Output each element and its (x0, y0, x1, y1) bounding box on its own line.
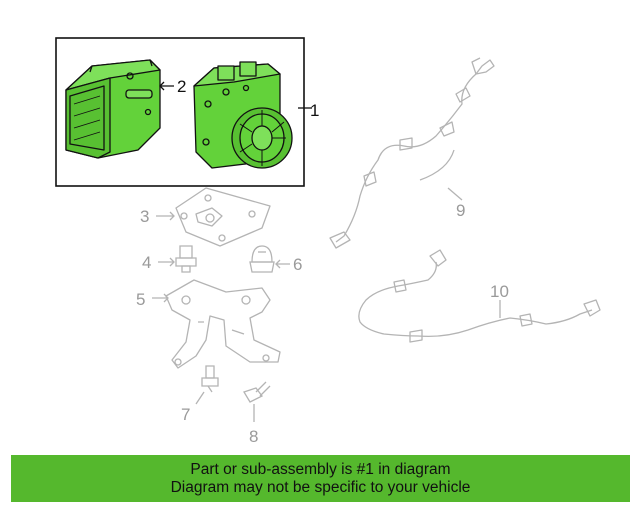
callout-6-leader (275, 259, 290, 269)
banner-line-2: Diagram may not be specific to your vehi… (170, 478, 471, 496)
notice-banner: Part or sub-assembly is #1 in diagram Di… (11, 455, 630, 502)
callout-9: 9 (456, 201, 465, 220)
callout-2: 2 (177, 77, 186, 96)
speed-sensor-part-9[interactable] (329, 57, 495, 249)
callout-3: 3 (140, 207, 149, 226)
callout-9-leader (447, 187, 463, 201)
bolt-part-8[interactable] (243, 381, 271, 403)
callout-6: 6 (293, 255, 302, 274)
hydraulic-unit-part[interactable] (193, 61, 293, 169)
callout-2-leader (159, 81, 174, 91)
bolt-part-4[interactable] (175, 245, 197, 273)
callout-7-leader (195, 391, 205, 405)
control-module-part[interactable] (65, 59, 161, 159)
callout-5-leader (152, 293, 169, 303)
callout-5: 5 (136, 290, 145, 309)
insulator-part-6[interactable] (249, 245, 275, 273)
callout-4-leader (158, 257, 175, 267)
callout-1: 1 (310, 101, 319, 120)
main-bracket-part[interactable] (165, 279, 281, 369)
callout-7: 7 (181, 405, 190, 424)
callout-4: 4 (142, 253, 151, 272)
callout-3-leader (156, 211, 175, 221)
stud-part-7[interactable] (201, 365, 219, 393)
assembly-frame (55, 37, 305, 187)
callout-10: 10 (490, 282, 509, 301)
bracket-plate-part[interactable] (175, 187, 271, 247)
callout-8: 8 (249, 427, 258, 446)
speed-sensor-part-10[interactable] (358, 249, 601, 343)
banner-line-1: Part or sub-assembly is #1 in diagram (190, 460, 451, 478)
